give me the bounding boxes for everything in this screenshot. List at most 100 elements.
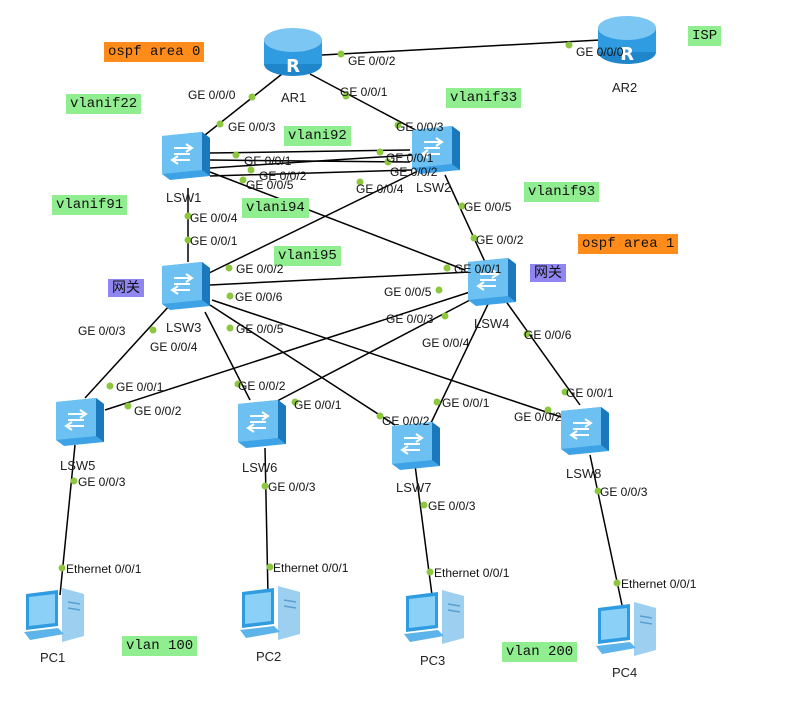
switch-icon[interactable] [388, 420, 444, 472]
port-label: GE 0/0/1 [244, 154, 292, 168]
tag-ospf-area1: ospf area 1 [578, 234, 679, 254]
link-lsw3-lsw8 [211, 299, 571, 421]
port-dot [216, 120, 224, 128]
port-dot [261, 482, 269, 490]
port-label: GE 0/0/2 [390, 165, 438, 179]
switch-icon[interactable] [408, 124, 464, 176]
port-label: Ethernet 0/0/1 [66, 562, 142, 576]
tag-vlanif22: vlanif22 [66, 94, 142, 114]
port-label: GE 0/0/1 [116, 380, 164, 394]
link-lsw3-lsw6 [204, 311, 251, 401]
port-dot [470, 234, 478, 242]
port-dot [443, 264, 451, 272]
link-lsw4-lsw7 [429, 299, 491, 426]
port-dot [337, 50, 345, 58]
port-dot [184, 212, 192, 220]
port-dot [266, 563, 274, 571]
link-lsw4-lsw6 [259, 299, 471, 411]
port-dot [149, 326, 157, 334]
link-lsw1-lsw2-d [209, 169, 413, 177]
tag-vlanif93: vlanif93 [524, 182, 600, 202]
link-lsw2-lsw4 [444, 174, 486, 263]
pc-icon[interactable] [594, 600, 660, 658]
link-lsw3-lsw5 [84, 304, 171, 399]
switch-icon[interactable] [158, 260, 214, 312]
port-label: GE 0/0/5 [464, 200, 512, 214]
port-label: GE 0/0/4 [150, 340, 198, 354]
pc-icon[interactable] [22, 586, 88, 644]
device-label-lsw6: LSW6 [242, 460, 278, 475]
port-label: GE 0/0/1 [566, 386, 614, 400]
port-dot [523, 330, 531, 338]
port-label: GE 0/0/2 [134, 404, 182, 418]
port-label: Ethernet 0/0/1 [621, 577, 697, 591]
port-dot [435, 286, 443, 294]
port-dot [594, 487, 602, 495]
switch-icon[interactable] [234, 398, 290, 450]
pc-icon[interactable] [402, 588, 468, 646]
port-label: GE 0/0/2 [238, 379, 286, 393]
port-dot [225, 264, 233, 272]
link-lsw6-pc2 [264, 447, 269, 596]
switch-icon[interactable] [52, 396, 108, 448]
link-lsw2-lsw3 [204, 169, 421, 276]
port-dot [342, 92, 350, 100]
port-label: GE 0/0/6 [524, 328, 572, 342]
port-dot [248, 93, 256, 101]
switch-icon[interactable] [464, 256, 520, 308]
port-label: GE 0/0/1 [454, 262, 502, 276]
device-label-pc1: PC1 [40, 650, 66, 665]
port-dot [384, 158, 392, 166]
device-label-lsw5: LSW5 [60, 458, 96, 473]
port-label: GE 0/0/3 [78, 475, 126, 489]
tag-vlani92: vlani92 [284, 126, 351, 146]
port-label: GE 0/0/6 [235, 290, 283, 304]
port-dot [234, 380, 242, 388]
port-label: GE 0/0/3 [228, 120, 276, 134]
port-label: GE 0/0/5 [384, 285, 432, 299]
link-lsw1-lsw2-c [209, 154, 413, 169]
port-label: GE 0/0/3 [428, 499, 476, 513]
device-label-lsw1: LSW1 [166, 190, 202, 205]
router-icon[interactable]: R [596, 14, 658, 66]
tag-gateway-lsw4: 网关 [530, 264, 566, 282]
device-label-lsw3: LSW3 [166, 320, 202, 335]
port-label: GE 0/0/0 [188, 88, 236, 102]
port-dot [433, 398, 441, 406]
port-label: GE 0/0/2 [514, 410, 562, 424]
link-lsw3-lsw7 [209, 304, 396, 426]
port-dot [394, 121, 402, 129]
port-dot [420, 501, 428, 509]
device-label-lsw2: LSW2 [416, 180, 452, 195]
port-label: GE 0/0/2 [348, 54, 396, 68]
port-dot [247, 166, 255, 174]
port-label: GE 0/0/0 [576, 45, 624, 59]
port-label: GE 0/0/3 [386, 312, 434, 326]
tag-vlan200: vlan 200 [502, 642, 578, 662]
port-dot [376, 148, 384, 156]
device-label-pc3: PC3 [420, 653, 446, 668]
pc-icon[interactable] [238, 584, 304, 642]
link-lsw1-lsw4 [209, 171, 466, 271]
tag-vlani95: vlani95 [274, 246, 341, 266]
port-dot [124, 402, 132, 410]
link-ar1-ar2 [321, 39, 601, 56]
switch-icon[interactable] [557, 405, 613, 457]
port-label: GE 0/0/4 [422, 336, 470, 350]
tag-isp: ISP [688, 26, 722, 46]
port-label: Ethernet 0/0/1 [273, 561, 349, 575]
port-label: GE 0/0/1 [190, 234, 238, 248]
device-label-ar1: AR1 [281, 90, 307, 105]
port-dot [232, 151, 240, 159]
link-lsw1-lsw2-a [209, 149, 411, 154]
port-dot [544, 406, 552, 414]
port-label: GE 0/0/5 [246, 178, 294, 192]
device-label-lsw4: LSW4 [474, 316, 510, 331]
switch-icon[interactable] [158, 130, 214, 182]
port-dot [613, 579, 621, 587]
device-label-pc4: PC4 [612, 665, 638, 680]
router-icon[interactable]: R [262, 26, 324, 78]
tag-vlani94: vlani94 [242, 198, 309, 218]
svg-text:R: R [286, 56, 300, 77]
